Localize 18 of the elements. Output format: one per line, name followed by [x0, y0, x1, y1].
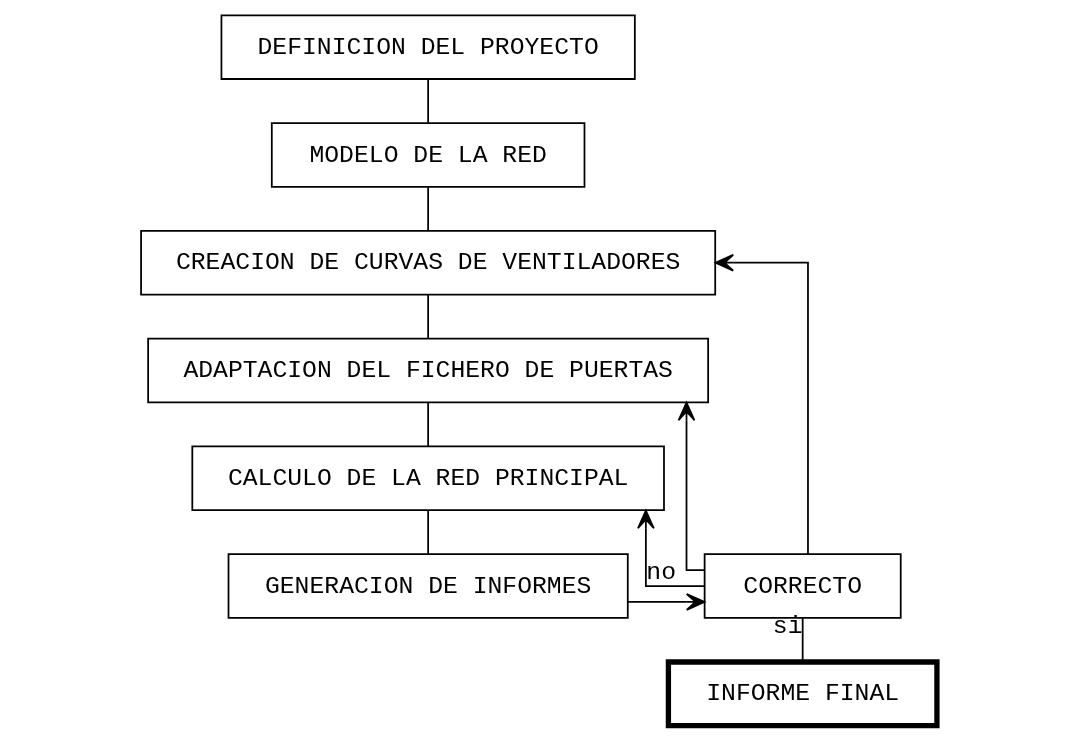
node-box: INFORME FINAL — [665, 659, 940, 729]
node-box: DEFINICION DEL PROYECTO — [220, 14, 636, 80]
arrow — [677, 401, 706, 571]
connector — [427, 294, 430, 340]
connector — [427, 186, 430, 232]
node-box: MODELO DE LA RED — [270, 122, 586, 188]
edge-label: no — [646, 558, 677, 587]
node-box: GENERACION DE INFORMES — [227, 553, 629, 619]
node-box: CREACION DE CURVAS DE VENTILADORES — [140, 230, 717, 296]
node-box: CALCULO DE LA RED PRINCIPAL — [191, 445, 665, 511]
connector — [427, 78, 430, 124]
arrow — [627, 593, 706, 611]
connector — [427, 509, 430, 555]
connector — [427, 401, 430, 447]
connector — [801, 617, 804, 663]
node-box: ADAPTACION DEL FICHERO DE PUERTAS — [147, 337, 710, 404]
arrow — [637, 509, 706, 587]
arrow — [714, 253, 809, 555]
